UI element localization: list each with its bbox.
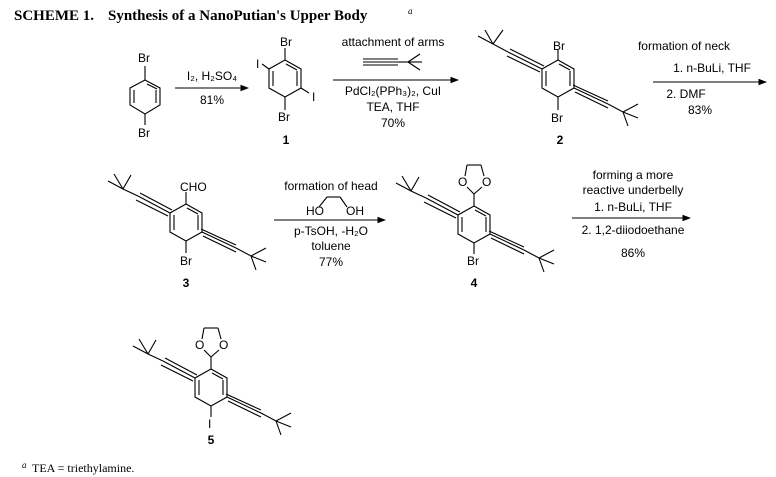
ethylene-glycol-icon bbox=[318, 196, 348, 208]
step3-reagent-2: 2. DMF bbox=[666, 87, 705, 101]
compound-3-number: 3 bbox=[183, 276, 190, 290]
c4-o-right: O bbox=[482, 175, 491, 189]
compound-2-number: 2 bbox=[557, 133, 564, 147]
step2-conditions: TEA, THF bbox=[366, 100, 419, 114]
step5-yield: 86% bbox=[621, 246, 645, 260]
c4-o-left: O bbox=[458, 175, 467, 189]
title-footnote-mark: a bbox=[408, 6, 413, 16]
c1-br-top: Br bbox=[280, 35, 292, 49]
step2-yield: 70% bbox=[381, 116, 405, 130]
step1-reagents: I₂, H₂SO₄ bbox=[187, 69, 237, 83]
compound-1-molecule bbox=[261, 48, 310, 110]
compound-4-molecule bbox=[395, 164, 555, 273]
c1-i-left: I bbox=[256, 57, 259, 71]
c5-o-left: O bbox=[195, 338, 204, 352]
step2-caption: attachment of arms bbox=[342, 35, 445, 49]
scheme-title: SCHEME 1. Synthesis of a NanoPutian's Up… bbox=[14, 6, 413, 24]
c1-br-bottom: Br bbox=[278, 110, 290, 124]
step5-reagent-1: 1. n-BuLi, THF bbox=[594, 200, 672, 214]
footnote-text: TEA = triethylamine. bbox=[32, 461, 134, 475]
glycol-oh: OH bbox=[346, 204, 364, 218]
c2-br-top: Br bbox=[553, 39, 565, 53]
compound-5-molecule bbox=[132, 327, 292, 436]
step4-solvent: toluene bbox=[311, 239, 351, 253]
step4-yield: 77% bbox=[319, 255, 343, 269]
c4-br: Br bbox=[467, 254, 479, 268]
compound-5-number: 5 bbox=[208, 433, 215, 447]
start-br-bottom: Br bbox=[138, 126, 150, 140]
compound-3-molecule bbox=[107, 173, 267, 271]
step2-catalyst: PdCl₂(PPh₃)₂, CuI bbox=[345, 84, 441, 98]
step3-yield: 83% bbox=[688, 103, 712, 117]
step5-reagent-2: 2. 1,2-diiodoethane bbox=[582, 223, 685, 237]
compound-2-molecule bbox=[477, 29, 639, 127]
c3-br: Br bbox=[180, 254, 192, 268]
c1-i-right: I bbox=[312, 90, 315, 104]
glycol-ho: HO bbox=[306, 204, 324, 218]
start-br-top: Br bbox=[138, 51, 150, 65]
c3-cho: CHO bbox=[180, 180, 207, 194]
step3-caption: formation of neck bbox=[638, 39, 731, 53]
propyne-reagent-icon bbox=[363, 53, 422, 71]
compound-4-number: 4 bbox=[471, 276, 478, 290]
step3-reagent-1: 1. n-BuLi, THF bbox=[673, 61, 751, 75]
c5-i: I bbox=[208, 417, 211, 431]
step5-caption-2: reactive underbelly bbox=[583, 183, 684, 197]
step5-caption-1: forming a more bbox=[593, 168, 674, 182]
step4-reagent: p-TsOH, -H₂O bbox=[294, 224, 368, 238]
step4-caption: formation of head bbox=[284, 179, 377, 193]
compound-1-number: 1 bbox=[283, 133, 290, 147]
step1-yield: 81% bbox=[200, 93, 224, 107]
start-molecule bbox=[129, 66, 161, 125]
c2-br-bottom: Br bbox=[551, 111, 563, 125]
scheme-label: SCHEME 1. bbox=[14, 8, 94, 24]
footnote-mark: a bbox=[22, 460, 27, 470]
c5-o-right: O bbox=[219, 338, 228, 352]
scheme-title-text: Synthesis of a NanoPutian's Upper Body bbox=[108, 8, 368, 24]
